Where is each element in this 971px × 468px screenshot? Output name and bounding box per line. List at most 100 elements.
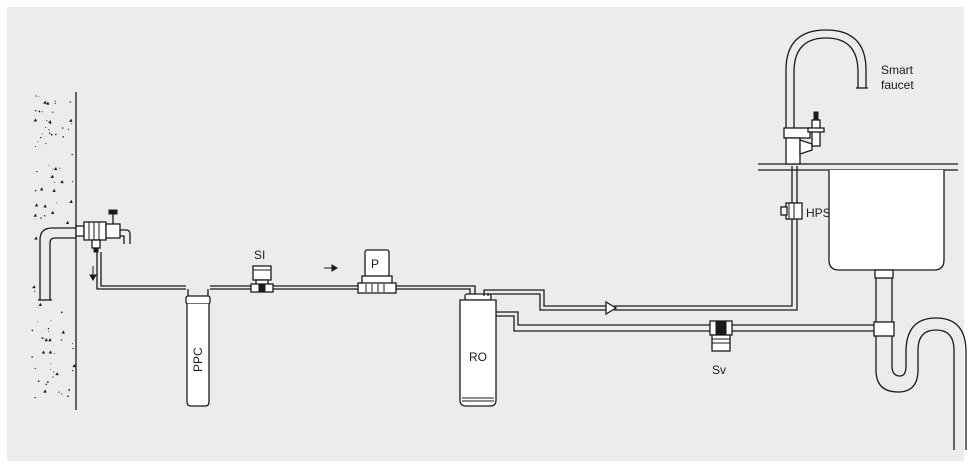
- wall-speckle: [48, 132, 51, 135]
- pump-label: P: [371, 257, 379, 271]
- wall-speckle: [71, 369, 74, 372]
- hps-switch: [780, 202, 803, 220]
- wall-speckle: [35, 146, 37, 148]
- wall-speckle: [40, 337, 42, 339]
- wall-speckle: [36, 170, 38, 173]
- product-line: [483, 166, 798, 311]
- wall-speckle: [54, 353, 56, 354]
- wall-speckle: [68, 389, 71, 391]
- wall-speckle: [45, 127, 47, 129]
- wall-speckle: [52, 188, 56, 192]
- wall-speckle: [61, 393, 63, 395]
- wall-speckle: [41, 337, 44, 339]
- wall-speckle: [59, 167, 61, 169]
- hps-label: HPS: [806, 206, 831, 220]
- wall-speckle: [50, 369, 52, 370]
- wall-speckle: [34, 236, 38, 240]
- wall-speckle: [72, 347, 74, 350]
- wall-speckle: [60, 311, 63, 314]
- drain-line: [496, 311, 876, 332]
- ppc-filter: [185, 289, 211, 407]
- wall-speckle: [67, 395, 69, 398]
- ro-label: RO: [469, 350, 487, 364]
- wall-speckle: [34, 203, 39, 207]
- wall-speckle: [72, 343, 74, 345]
- wall-speckle: [40, 217, 42, 219]
- ppc-label: PPC: [191, 347, 205, 372]
- wall: [30, 92, 77, 410]
- wall-speckle: [58, 391, 60, 393]
- wall-speckle: [37, 141, 39, 143]
- wall-speckle: [48, 119, 52, 124]
- wall-speckle: [48, 129, 50, 131]
- wall-speckle: [40, 136, 42, 139]
- wall-speckle: [37, 380, 40, 383]
- faucet-label-line2: faucet: [881, 78, 914, 92]
- flow-arrow-right: [324, 264, 338, 272]
- wall-speckle: [45, 101, 50, 105]
- wall-speckle: [62, 136, 64, 138]
- wall-speckle: [71, 181, 74, 183]
- wall-speckle: [43, 204, 47, 208]
- wall-speckle: [44, 338, 48, 342]
- countertop: [758, 163, 958, 171]
- wall-speckle: [32, 285, 36, 289]
- wall-speckle: [71, 123, 73, 125]
- wall-speckle: [34, 367, 36, 370]
- sv-label: Sv: [712, 363, 726, 377]
- sv-valve: [709, 320, 733, 352]
- wall-speckle: [36, 321, 38, 323]
- wall-speckle: [38, 110, 41, 113]
- wall-speckle: [61, 181, 63, 183]
- wall-speckle: [56, 202, 58, 204]
- wall-speckle: [31, 356, 33, 358]
- si-label: SI: [254, 248, 265, 262]
- wall-speckle: [50, 133, 53, 136]
- wall-drain-pipe: [38, 227, 76, 301]
- check-valve: [605, 300, 618, 316]
- wall-speckle: [72, 364, 76, 368]
- wall-speckle: [60, 339, 63, 341]
- wall-speckle: [34, 189, 37, 192]
- wall-speckle: [67, 128, 69, 130]
- wall-speckle: [47, 381, 49, 383]
- wall-speckle: [41, 350, 46, 354]
- wall-speckle: [53, 166, 58, 171]
- wall-speckle: [50, 210, 55, 215]
- faucet-label-line1: Smart: [881, 63, 914, 77]
- wall-speckle: [52, 111, 54, 113]
- wall-speckle: [65, 220, 70, 224]
- wall-speckle: [37, 306, 39, 308]
- wall-speckle: [35, 110, 37, 112]
- wall-speckle: [34, 218, 36, 220]
- pump: [357, 249, 397, 294]
- wall-speckle: [48, 330, 50, 332]
- wall-speckle: [31, 329, 34, 332]
- wall-speckle: [50, 363, 52, 365]
- wall-speckle: [41, 111, 43, 113]
- wall-speckle: [43, 214, 46, 217]
- wall-speckle: [54, 181, 56, 184]
- wall-speckle: [33, 213, 37, 217]
- wall-speckle: [69, 118, 73, 122]
- supply-line: [96, 252, 476, 296]
- wall-speckle: [46, 120, 48, 122]
- sink-drain-trap: [873, 278, 967, 450]
- wall-speckle: [55, 372, 59, 376]
- wall-speckle: [43, 337, 45, 339]
- wall-speckle: [44, 102, 46, 104]
- wall-speckle: [61, 330, 65, 334]
- wall-speckle: [48, 164, 50, 166]
- wall-speckle: [49, 123, 52, 125]
- wall-speckle: [54, 100, 56, 102]
- si-valve: [250, 265, 274, 293]
- wall-speckle: [50, 174, 54, 179]
- wall-speckle: [41, 133, 43, 135]
- inlet-valve: [75, 209, 131, 253]
- sink-basin: [828, 170, 945, 279]
- wall-speckle: [34, 290, 36, 293]
- wall-speckle: [48, 338, 52, 342]
- wall-speckle: [38, 302, 42, 307]
- wall-speckle: [55, 133, 57, 136]
